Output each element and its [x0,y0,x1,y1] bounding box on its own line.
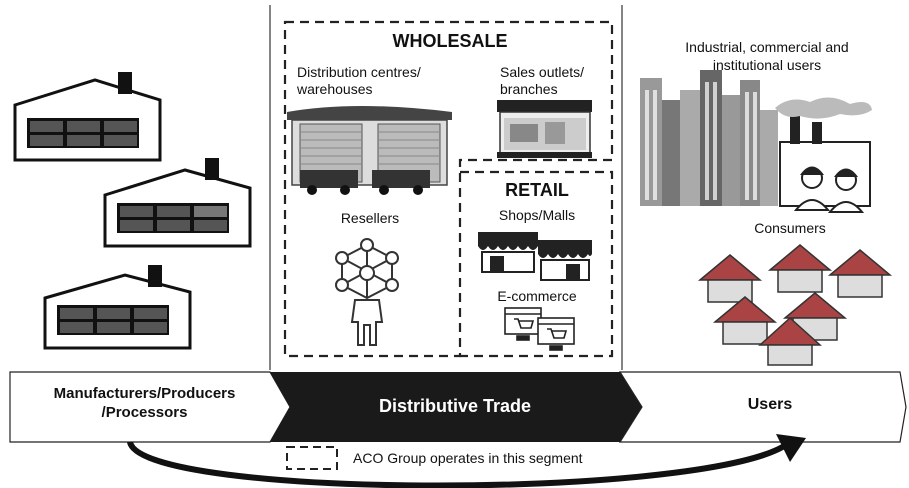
distribution-centres-label: Distribution centres/ warehouses [297,64,421,97]
sales-outlets-label: Sales outlets/ branches [500,64,585,97]
wholesale-title: WHOLESALE [392,31,508,51]
shops-malls-icon [478,232,592,281]
legend-text: ACO Group operates in this segment [353,450,583,466]
sales-outlet-icon [497,100,592,158]
resellers-network-icon [335,238,399,346]
industrial-city-icon [640,70,872,213]
factory-icon-middle [103,158,252,248]
ecommerce-icon [504,307,575,351]
manufacturers-label: Manufacturers/Producers /Processors [53,385,236,421]
industrial-users-label: Industrial, commercial and institutional… [685,39,849,73]
consumer-houses-icon [697,244,893,366]
legend-dashed-swatch [286,446,338,470]
wholesale-dashed-boundary [283,20,614,358]
users-label: Users [747,396,793,413]
factory-icon-top [13,72,162,162]
retail-title: RETAIL [505,180,569,200]
retail-dashed-boundary [460,170,614,358]
flow-curve-arrow [127,439,792,488]
flow-bar-users-segment [618,371,907,443]
factory-icon-bottom [43,265,192,350]
flow-bar-distributive-segment [270,372,642,442]
flow-arrow-head [776,434,806,462]
warehouse-icon [287,106,452,195]
distributive-trade-label: Distributive Trade [378,396,532,416]
shops-malls-label: Shops/Malls [498,207,576,223]
consumers-label: Consumers [754,220,826,236]
resellers-label: Resellers [340,210,400,226]
ecommerce-label: E-commerce [497,288,577,304]
